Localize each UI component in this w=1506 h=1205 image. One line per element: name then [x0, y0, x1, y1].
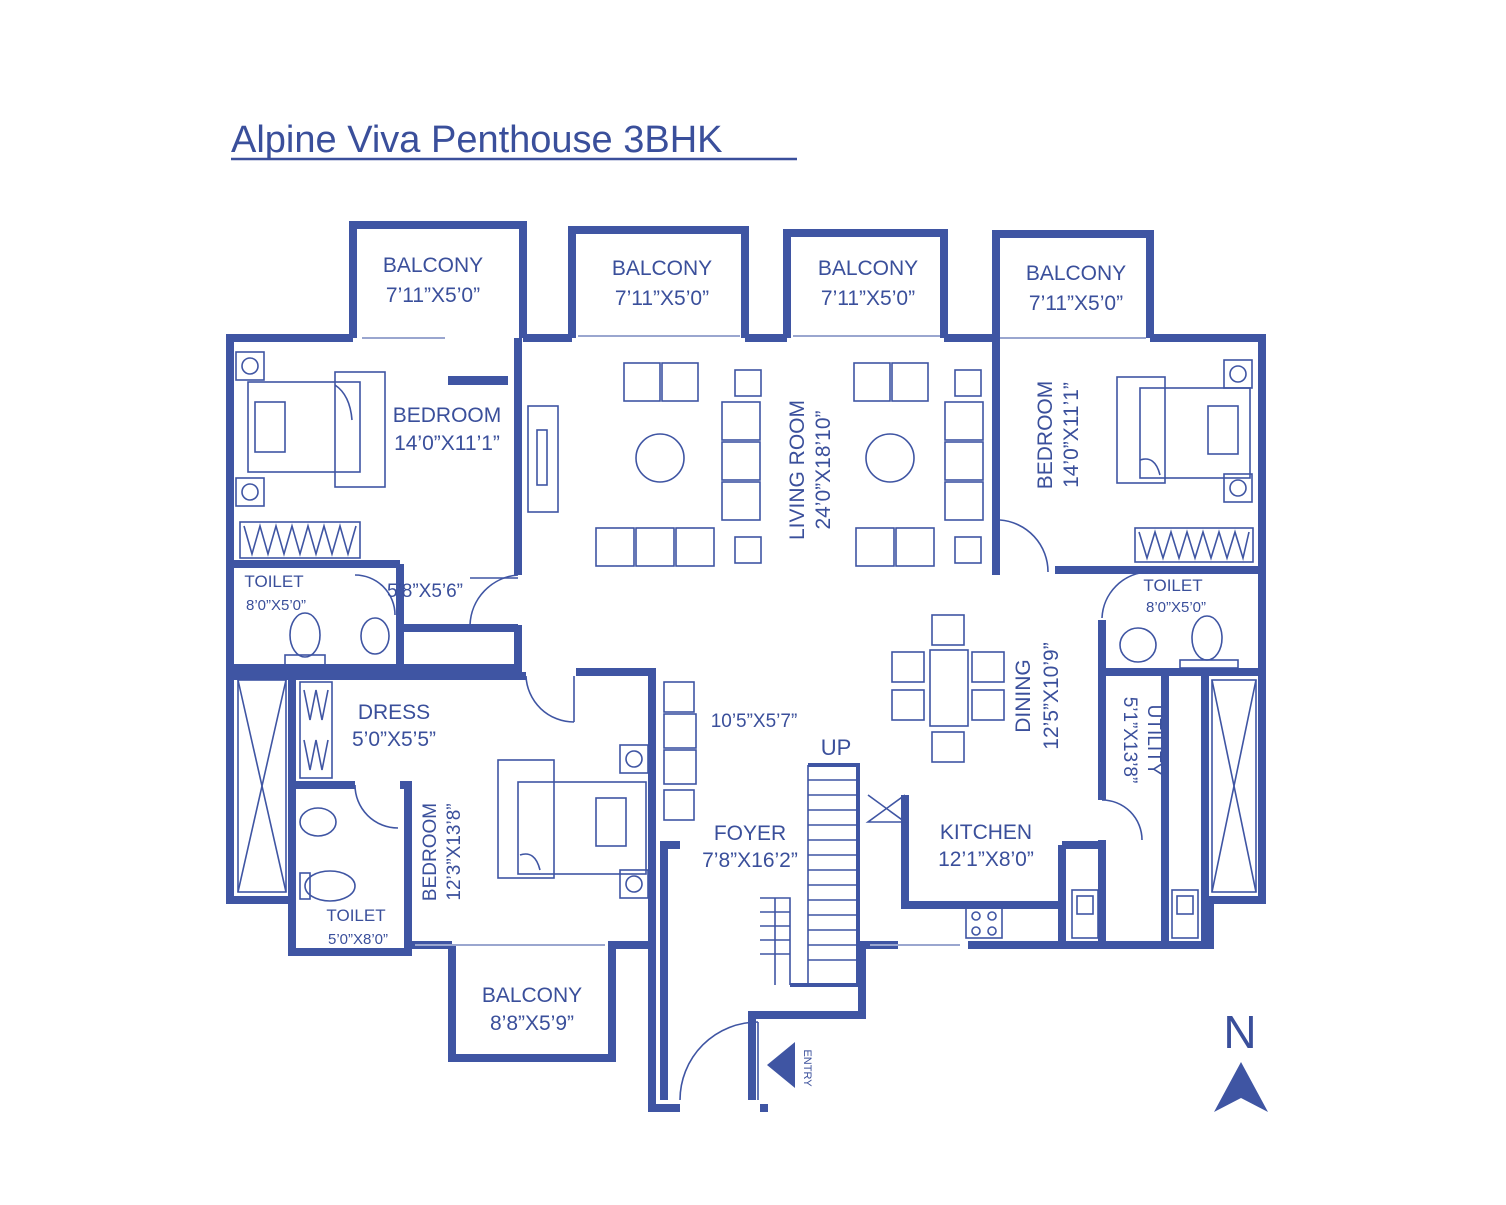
- balcony-4-size: 7’11”X5’0”: [1029, 292, 1123, 315]
- balcony-1-size: 7’11”X5’0”: [386, 284, 480, 307]
- utility-name: UTILITY: [1143, 705, 1164, 776]
- balcony-1-walls: [349, 221, 527, 339]
- balcony-4-walls: [992, 230, 1154, 339]
- balcony-1-name: BALCONY: [383, 254, 483, 277]
- balcony-5-size: 8’8”X5’9”: [490, 1012, 574, 1035]
- bedroom-2-name: BEDROOM: [1034, 381, 1057, 490]
- toilet-2-name: TOILET: [1143, 576, 1202, 595]
- toilet-left-fixtures: [284, 612, 390, 666]
- balcony-3-size: 7’11”X5’0”: [821, 287, 915, 310]
- dining-size: 12’5”X10’9”: [1040, 642, 1063, 749]
- toilet-1-size: 8’0”X5’0”: [246, 597, 306, 614]
- balcony-2-size: 7’11”X5’0”: [615, 287, 709, 310]
- dress-size: 5’0”X5’5”: [352, 728, 436, 751]
- kitchen-size: 12’1”X8’0”: [938, 848, 1034, 871]
- bedroom-3-size: 12’3”X13’8”: [444, 803, 465, 900]
- bed-right-top: [1116, 359, 1253, 503]
- passage-size: 5’8”X5’6”: [387, 581, 463, 602]
- lobby-size: 10’5”X5’7”: [711, 711, 798, 732]
- bedroom-2-label: BEDROOM 14’0”X11’1”: [1034, 381, 1083, 490]
- toilet-3-size: 5’0”X8’0”: [328, 931, 388, 948]
- bedroom-1-name: BEDROOM: [393, 404, 502, 427]
- interior-walls: [230, 338, 1262, 987]
- wardrobe-left-lower: [237, 679, 287, 893]
- lobby-seating: [663, 681, 697, 821]
- plan-title: Alpine Viva Penthouse 3BHK: [231, 119, 723, 161]
- tv-unit-living: [527, 405, 559, 513]
- kitchen-fixtures: [965, 889, 1099, 939]
- living-room-name: LIVING ROOM: [786, 400, 809, 540]
- doors: [354, 519, 1149, 1101]
- wardrobe-right: [1134, 527, 1254, 563]
- utility-size: 5’1”X13’8”: [1119, 697, 1140, 784]
- balcony-3-walls: [783, 229, 948, 338]
- stair-steps: [760, 765, 858, 985]
- toilet-1-name: TOILET: [244, 572, 303, 591]
- balcony-5-name: BALCONY: [482, 984, 582, 1007]
- exterior-walls: [226, 334, 1266, 1112]
- toilet-right-fixtures: [1119, 615, 1239, 669]
- dining-name: DINING: [1012, 659, 1035, 733]
- foyer-name: FOYER: [714, 822, 786, 845]
- living-room-label: LIVING ROOM 24’0”X18’10”: [786, 400, 835, 540]
- bedroom-2-size: 14’0”X11’1”: [1060, 382, 1083, 488]
- bedroom-3-label: BEDROOM 12’3”X13’8”: [420, 803, 465, 901]
- balcony-2-name: BALCONY: [612, 257, 712, 280]
- entry-arrow-icon: [767, 1042, 795, 1088]
- dining-label: DINING 12’5”X10’9”: [1012, 642, 1063, 749]
- balcony-3-name: BALCONY: [818, 257, 918, 280]
- toilet-2-size: 8’0”X5’0”: [1146, 599, 1206, 616]
- bed-lower: [497, 744, 649, 899]
- toilet-3-name: TOILET: [326, 906, 385, 925]
- balcony-4-name: BALCONY: [1026, 262, 1126, 285]
- dress-name: DRESS: [358, 701, 430, 724]
- dining-set: [891, 614, 1005, 763]
- entry-label: ENTRY: [801, 1049, 813, 1087]
- dress-shelves: [299, 681, 333, 779]
- utility-fixtures: [1171, 679, 1257, 939]
- kitchen-name: KITCHEN: [940, 821, 1032, 844]
- north-label: N: [1223, 1006, 1256, 1058]
- bedroom-1-size: 14’0”X11’1”: [394, 432, 500, 455]
- living-seating-right: [853, 362, 984, 567]
- tv-unit-left: [448, 376, 508, 385]
- toilet-lower-fixtures: [299, 807, 356, 902]
- wardrobe-left: [239, 521, 361, 559]
- entry-label-group: ENTRY: [801, 1049, 813, 1087]
- balcony-2-walls: [568, 226, 749, 338]
- bedroom-3-name: BEDROOM: [420, 803, 441, 901]
- living-seating-left: [595, 362, 762, 567]
- stair-up-label: UP: [821, 735, 852, 760]
- utility-label: UTILITY 5’1”X13’8”: [1119, 697, 1164, 784]
- north-arrow-icon: [1214, 1062, 1268, 1112]
- bed-left-top: [235, 351, 386, 507]
- living-room-size: 24’0”X18’10”: [812, 410, 835, 529]
- foyer-size: 7’8”X16’2”: [702, 849, 798, 872]
